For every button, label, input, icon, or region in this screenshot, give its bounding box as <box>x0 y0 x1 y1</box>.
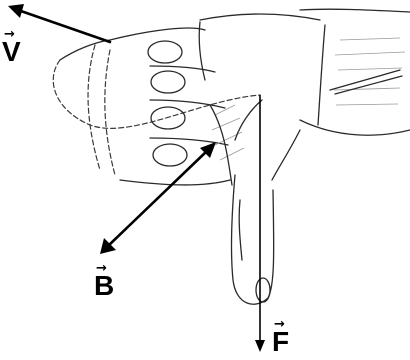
palm-shading <box>212 105 244 160</box>
vector-v-shaft <box>18 10 110 42</box>
hand-illustration <box>53 9 410 304</box>
wrist-edge <box>318 25 325 125</box>
knuckle-ring <box>151 107 185 129</box>
hand-lower-edge <box>272 130 300 180</box>
vector-v-head <box>8 4 24 18</box>
thumb-tip-edge <box>60 40 110 60</box>
label-b: B <box>94 272 114 300</box>
finger-curl-outer <box>88 45 100 170</box>
vector-v <box>8 4 110 42</box>
label-f: F <box>272 328 289 356</box>
label-v: V <box>2 38 21 66</box>
finger-gap-1 <box>150 66 215 72</box>
finger-curl-inner <box>105 50 115 175</box>
vector-b <box>100 142 216 254</box>
palm-inner-edge <box>235 100 262 140</box>
pointing-finger <box>232 175 274 304</box>
thumb-top <box>110 28 205 40</box>
palm-fold <box>53 60 260 128</box>
knuckle-middle <box>151 71 185 93</box>
finger-crease <box>239 200 242 260</box>
sleeve-top-edge <box>300 9 410 12</box>
hand-top-edge <box>200 14 320 20</box>
vector-f-head <box>255 340 265 352</box>
fingernail <box>256 278 270 302</box>
knuckle-index <box>148 41 182 63</box>
hand-knuckle-ridge <box>199 22 205 80</box>
vector-f <box>255 95 265 352</box>
vector-b-shaft <box>108 150 208 246</box>
knuckle-little <box>153 144 187 166</box>
sleeve-bottom-edge <box>300 120 410 135</box>
